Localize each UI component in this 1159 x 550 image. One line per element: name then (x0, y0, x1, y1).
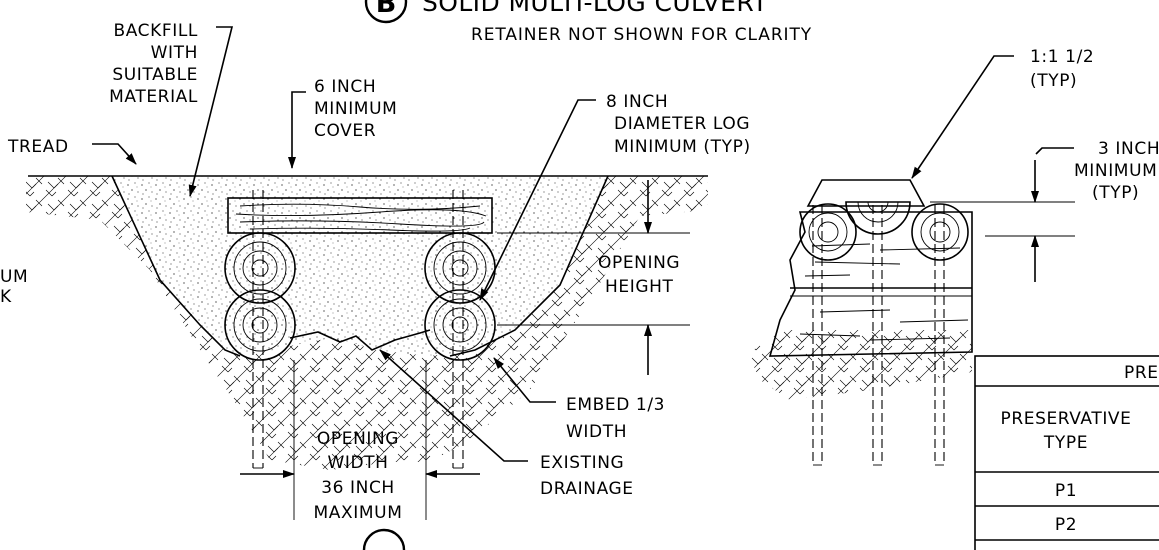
svg-text:COVER: COVER (314, 121, 376, 141)
trench-wall-left (111, 175, 241, 357)
svg-text:MINIMUM: MINIMUM (1074, 161, 1157, 181)
table-row-p1: P1 (1055, 481, 1077, 501)
existing-drainage-label: EXISTING DRAINAGE (540, 453, 634, 499)
left-edge-label: UM K (0, 267, 28, 307)
svg-text:(TYP): (TYP) (1030, 71, 1077, 91)
svg-text:EXISTING: EXISTING (540, 453, 624, 473)
preservative-table: PRE PRESERVATIVE TYPE P1 P2 (974, 355, 1159, 550)
svg-text:UM: UM (0, 267, 28, 287)
opening-width-label: OPENING WIDTH 36 INCH MAXIMUM (314, 429, 403, 523)
next-detail-circle (362, 528, 406, 550)
svg-text:WIDTH: WIDTH (566, 422, 627, 442)
table-row-p2: P2 (1055, 515, 1077, 535)
opening-width-dimension (240, 360, 480, 520)
leader-lines-left-view (92, 26, 596, 462)
elevation-log-body (768, 211, 973, 357)
svg-text:OPENING: OPENING (598, 253, 680, 273)
native-soil-hatch (26, 176, 708, 470)
opening-height-label: OPENING HEIGHT (598, 253, 680, 297)
svg-text:WITH: WITH (151, 43, 198, 63)
elevation-top-logs (799, 201, 969, 261)
svg-text:36 INCH: 36 INCH (321, 478, 395, 498)
elevation-backfill (806, 179, 926, 207)
elevation-grain (799, 243, 969, 341)
elevation-soil-hatch (748, 330, 972, 400)
elevation-view: 1:1 1/2 (TYP) 3 INCH MINIMUM (TYP) (748, 47, 1159, 466)
slope-label: 1:1 1/2 (TYP) (1030, 47, 1094, 91)
table-col-header-line1: PRESERVATIVE (1000, 409, 1131, 429)
svg-text:3 INCH: 3 INCH (1098, 139, 1159, 159)
svg-text:BACKFILL: BACKFILL (113, 21, 198, 41)
opening-height-dimension (497, 180, 690, 375)
svg-text:6 INCH: 6 INCH (314, 77, 376, 97)
backfill-label: BACKFILL WITH SUITABLE MATERIAL (109, 21, 198, 107)
svg-text:8 INCH: 8 INCH (606, 92, 668, 112)
cross-section-view: BACKFILL WITH SUITABLE MATERIAL TREAD 6 … (0, 21, 751, 523)
cover-label: 6 INCH MINIMUM COVER (314, 77, 397, 141)
svg-text:K: K (0, 287, 12, 307)
svg-text:OPENING: OPENING (317, 429, 399, 449)
three-inch-label: 3 INCH MINIMUM (TYP) (1074, 139, 1159, 203)
three-inch-dimension (930, 160, 1075, 282)
svg-text:MINIMUM: MINIMUM (314, 99, 397, 119)
svg-text:SUITABLE: SUITABLE (112, 65, 198, 85)
cover-log (227, 197, 493, 234)
embed-label: EMBED 1/3 WIDTH (566, 395, 665, 442)
svg-text:EMBED 1/3: EMBED 1/3 (566, 395, 665, 415)
svg-text:HEIGHT: HEIGHT (605, 277, 673, 297)
drainage-bottom (289, 329, 431, 351)
trench-wall-right (449, 175, 609, 357)
anchor-pins-right-view (812, 205, 945, 466)
table-col-header-line2: TYPE (1043, 433, 1088, 453)
view-title: B SOLID MULTI-LOG CULVERT RETAINER NOT S… (364, 0, 812, 45)
backfill-fill (112, 176, 608, 356)
anchor-pins-left-view (252, 190, 464, 469)
cover-log-grain (235, 203, 487, 232)
title-main: SOLID MULTI-LOG CULVERT (422, 0, 768, 17)
svg-text:MATERIAL: MATERIAL (109, 87, 198, 107)
title-letter-circle (364, 0, 408, 24)
log-diameter-label: 8 INCH DIAMETER LOG MINIMUM (TYP) (606, 92, 751, 157)
svg-text:MINIMUM (TYP): MINIMUM (TYP) (614, 137, 751, 157)
svg-text:1:1 1/2: 1:1 1/2 (1030, 47, 1094, 67)
three-inch-leader (1035, 147, 1074, 155)
tread-label: TREAD (7, 137, 69, 157)
svg-text:DRAINAGE: DRAINAGE (540, 479, 634, 499)
svg-text:WIDTH: WIDTH (327, 453, 388, 473)
svg-text:MAXIMUM: MAXIMUM (314, 503, 403, 523)
svg-text:(TYP): (TYP) (1092, 183, 1139, 203)
slope-leader (911, 55, 1014, 179)
svg-text:DIAMETER LOG: DIAMETER LOG (614, 114, 750, 134)
table-header: PRE (1124, 363, 1159, 383)
table-frame (974, 355, 1159, 550)
title-letter: B (376, 0, 397, 19)
log-stack-left (224, 232, 296, 361)
title-subtitle: RETAINER NOT SHOWN FOR CLARITY (471, 25, 812, 45)
